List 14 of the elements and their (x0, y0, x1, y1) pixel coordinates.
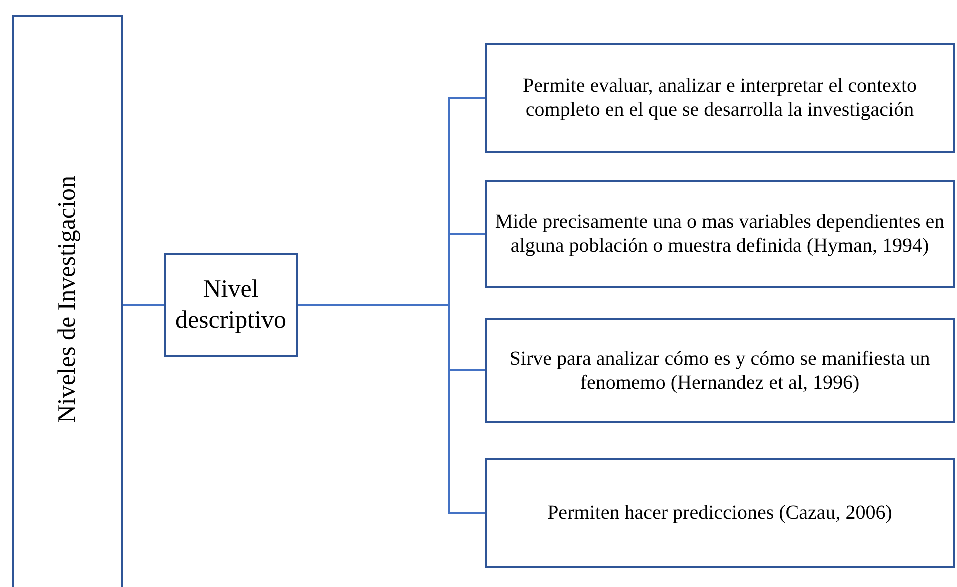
node-text: Permite evaluar, analizar e interpretar el contexto completo en el que se desarrolla la investigación (522, 74, 918, 122)
connector-line (298, 304, 485, 514)
node-text: Nivel descriptivo (174, 274, 288, 336)
title-box (12, 15, 123, 587)
description-box (485, 43, 955, 153)
description-box (485, 180, 955, 288)
node-text: Mide precisamente una o mas variables dependientes en alguna población o muestra definida (Hyman, 1994) (494, 210, 946, 258)
node-text: Sirve para analizar cómo es y cómo se manifiesta un fenomemo (Hernandez et al, 1996) (508, 346, 932, 394)
description-box (485, 458, 955, 568)
description-box (485, 318, 955, 423)
category-box (164, 253, 298, 357)
connector-line (123, 304, 164, 306)
node-text: Niveles de Investigacion (52, 176, 82, 424)
node-text: Permiten hacer predicciones (Cazau, 2006) (546, 501, 894, 525)
